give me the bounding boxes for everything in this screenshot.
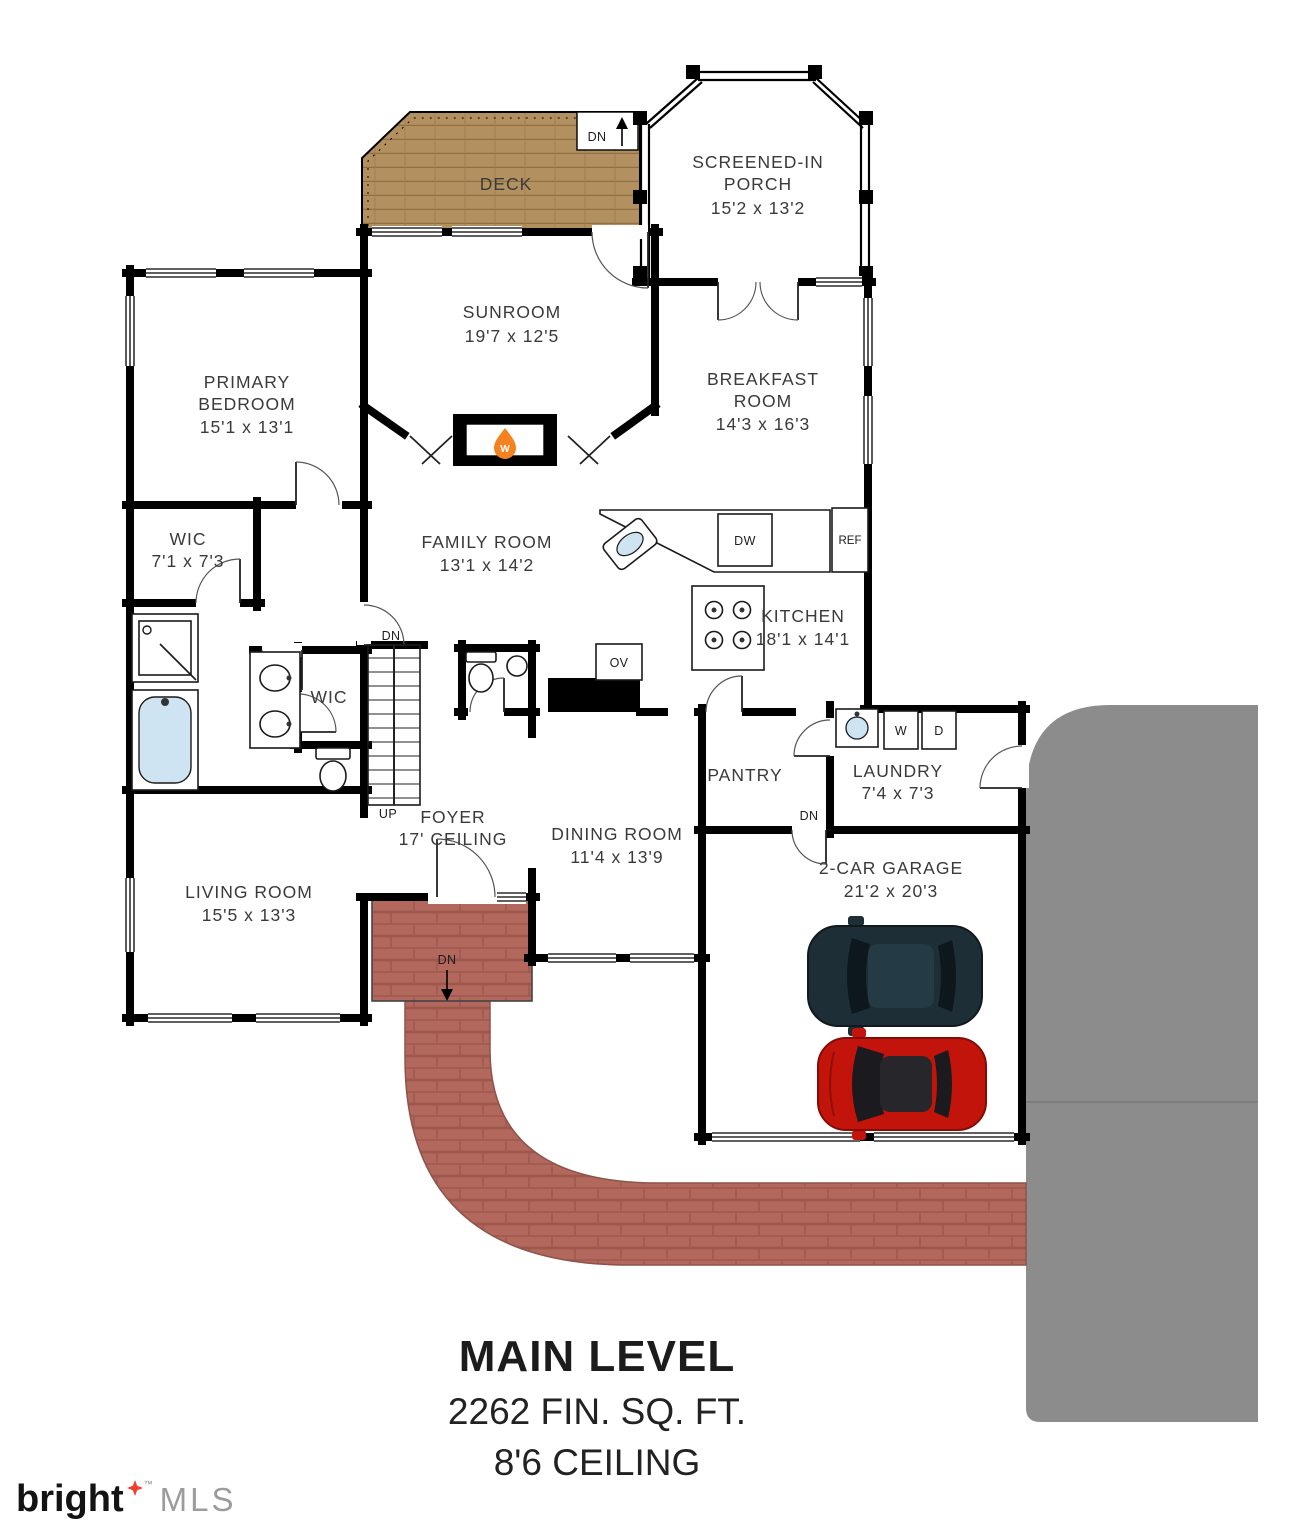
living-room-dims: 15'5 x 13'3 xyxy=(202,905,297,925)
deck-railing xyxy=(367,117,634,226)
plan-ceiling-text: 8'6 CEILING xyxy=(493,1442,701,1483)
kitchen-sink xyxy=(602,517,658,571)
primary-bedroom-label-line1: PRIMARY xyxy=(204,372,290,392)
dining-room-label: DINING ROOM xyxy=(551,824,683,844)
kitchen-dims: 18'1 x 14'1 xyxy=(756,629,851,649)
sunroom-dims: 19'7 x 12'5 xyxy=(465,326,560,346)
logo-mls-text: MLS xyxy=(159,1481,237,1518)
powder-room-fixtures xyxy=(465,651,528,693)
wall-oven xyxy=(595,643,643,681)
deck-area: DN DECK xyxy=(361,111,641,233)
kitchen-island xyxy=(691,585,765,671)
pantry-label: PANTRY xyxy=(707,765,782,785)
dryer xyxy=(921,710,957,750)
primary-bedroom-label-line2: BEDROOM xyxy=(198,394,295,414)
plan-title-block: MAIN LEVEL 2262 FIN. SQ. FT. 8'6 CEILING xyxy=(297,1332,897,1484)
porch-dims: 15'2 x 13'2 xyxy=(711,198,806,218)
staircase xyxy=(367,644,421,806)
garage-dn-label: DN xyxy=(800,809,819,823)
porch-label-line1: SCREENED-IN xyxy=(692,152,824,172)
foyer-label: FOYER xyxy=(420,807,485,827)
porch-label-line2: PORCH xyxy=(724,174,792,194)
dishwasher xyxy=(717,513,773,567)
laundry-fixtures: W D xyxy=(835,708,957,750)
brightmls-logo: bright ™ MLS xyxy=(16,1478,237,1521)
oven-label: OV xyxy=(610,656,629,670)
walkway-path xyxy=(404,999,1027,1266)
living-room-label: LIVING ROOM xyxy=(185,882,313,902)
toilet xyxy=(315,747,351,792)
down-arrow-icon xyxy=(441,970,453,1001)
up-arrow-icon xyxy=(616,117,628,146)
laundry-label: LAUNDRY xyxy=(853,761,943,781)
driveway-surface xyxy=(1026,705,1258,1422)
wic-primary-label: WIC xyxy=(169,529,206,549)
wic-primary-dims: 7'1 x 7'3 xyxy=(151,551,224,571)
kitchen-fixtures: DW REF OV xyxy=(595,507,869,681)
plan-area-text: 2262 FIN. SQ. FT. xyxy=(447,1391,747,1432)
family-room-label: FAMILY ROOM xyxy=(422,532,553,552)
foyer-dims: 17' CEILING xyxy=(399,829,508,849)
front-stoop xyxy=(371,898,533,1002)
stairs-dn-label: DN xyxy=(382,629,401,643)
car-red-icon xyxy=(817,1028,987,1140)
fireplace: W xyxy=(453,414,557,466)
powder-sink xyxy=(506,655,528,677)
windows xyxy=(124,226,1014,1143)
logo-flame-icon xyxy=(126,1480,143,1501)
refrigerator-label: REF xyxy=(839,535,862,547)
double-vanity xyxy=(249,651,301,749)
walkway: DN xyxy=(371,898,1027,1266)
entry-dn-label: DN xyxy=(438,953,457,967)
sunroom-label: SUNROOM xyxy=(463,302,561,322)
logo-tm: ™ xyxy=(143,1479,153,1489)
primary-bedroom-dims: 15'1 x 13'1 xyxy=(200,417,295,437)
breakfast-room-label-line1: BREAKFAST xyxy=(707,369,819,389)
deck-stairs-notch xyxy=(576,111,639,151)
dishwasher-label: DW xyxy=(734,534,756,548)
porch-posts xyxy=(633,65,873,280)
fireplace-flame-icon xyxy=(494,428,516,459)
cooktop xyxy=(704,600,752,650)
deck-label: DECK xyxy=(480,174,533,194)
washer-label: W xyxy=(895,724,907,738)
car-dark-icon xyxy=(807,916,983,1036)
dryer-label: D xyxy=(934,724,943,738)
dining-room-dims: 11'4 x 13'9 xyxy=(570,847,663,867)
logo-brand-text: bright xyxy=(16,1478,124,1520)
kitchen-label: KITCHEN xyxy=(761,606,845,626)
laundry-dims: 7'4 x 7'3 xyxy=(861,783,934,803)
breakfast-room-label-line2: ROOM xyxy=(734,391,792,411)
washer xyxy=(883,710,919,750)
wic-hall-label: WIC xyxy=(310,687,347,707)
garage-label: 2-CAR GARAGE xyxy=(819,858,963,878)
screened-porch: SCREENED-IN PORCH 15'2 x 13'2 xyxy=(633,65,873,280)
driveway-area xyxy=(1026,705,1258,1422)
oven-wall xyxy=(548,678,640,712)
bath-fixtures xyxy=(131,613,351,792)
garage-dims: 21'2 x 20'3 xyxy=(844,881,939,901)
family-room-dims: 13'1 x 14'2 xyxy=(440,555,535,575)
fireplace-w-label: W xyxy=(500,444,510,455)
breakfast-room-dims: 14'3 x 16'3 xyxy=(716,414,811,434)
stairs-up-label: UP xyxy=(379,807,397,821)
powder-toilet xyxy=(465,651,497,693)
deck-dn-label: DN xyxy=(588,130,607,144)
refrigerator xyxy=(831,507,869,573)
room-labels: SUNROOM 19'7 x 12'5 PRIMARY BEDROOM 15'1… xyxy=(151,302,963,925)
plan-level-title: MAIN LEVEL xyxy=(458,1332,736,1381)
